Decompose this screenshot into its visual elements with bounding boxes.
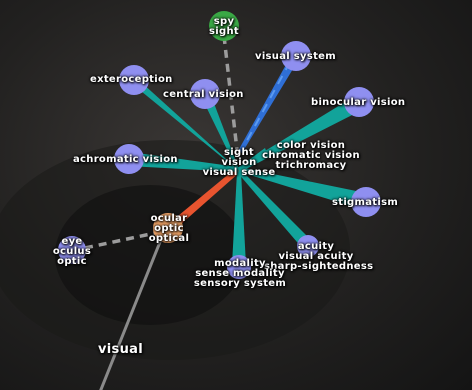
- node-exteroception[interactable]: [119, 65, 149, 95]
- label-modality: modality sense modality sensory system: [193, 258, 287, 289]
- edge-ocular: [167, 168, 240, 232]
- node-visual-system[interactable]: [281, 41, 311, 71]
- edge-binocular: [237, 96, 362, 172]
- edge-achromatic: [128, 152, 238, 172]
- node-achromatic-vision[interactable]: [114, 144, 144, 174]
- label-achromatic-vision: achromatic vision: [73, 154, 178, 165]
- node-modality[interactable]: [227, 255, 251, 279]
- node-eye[interactable]: [58, 236, 86, 264]
- label-center-node[interactable]: sight vision visual sense: [202, 147, 276, 178]
- edge-exteroception: [131, 73, 240, 172]
- edge-acuity: [237, 170, 313, 249]
- label-binocular-vision: binocular vision: [311, 97, 406, 108]
- node-spy-sight[interactable]: [209, 11, 239, 41]
- label-stigmatism: stigmatism: [332, 197, 399, 208]
- edge-trunk: [99, 231, 166, 390]
- edge-visual-system: [238, 52, 299, 153]
- edge-modality: [232, 172, 246, 265]
- label-color-vision[interactable]: color vision chromatic vision trichromac…: [262, 140, 360, 171]
- label-spy-sight: spy sight: [209, 16, 239, 37]
- node-stigmatism[interactable]: [351, 187, 381, 217]
- label-visual-system: visual system: [255, 51, 336, 62]
- node-central-vision[interactable]: [190, 79, 220, 109]
- label-central-vision: central vision: [163, 89, 244, 100]
- node-ocular[interactable]: [153, 213, 183, 243]
- edge-color-vision: [238, 148, 268, 172]
- label-eye: eye oculus optic: [52, 236, 92, 267]
- edge-central-vision: [198, 90, 240, 172]
- edge-spy-sight: [222, 35, 239, 151]
- label-footer-word[interactable]: visual: [98, 342, 143, 357]
- label-exteroception: exteroception: [90, 74, 173, 85]
- node-acuity[interactable]: [297, 235, 319, 257]
- node-binocular-vision[interactable]: [344, 87, 374, 117]
- label-ocular: ocular optic optical: [148, 213, 190, 244]
- edge-eye-ocular: [84, 230, 161, 250]
- label-acuity: acuity visual acuity sharp-sightedness: [264, 241, 374, 272]
- edge-stigmatism: [239, 167, 366, 210]
